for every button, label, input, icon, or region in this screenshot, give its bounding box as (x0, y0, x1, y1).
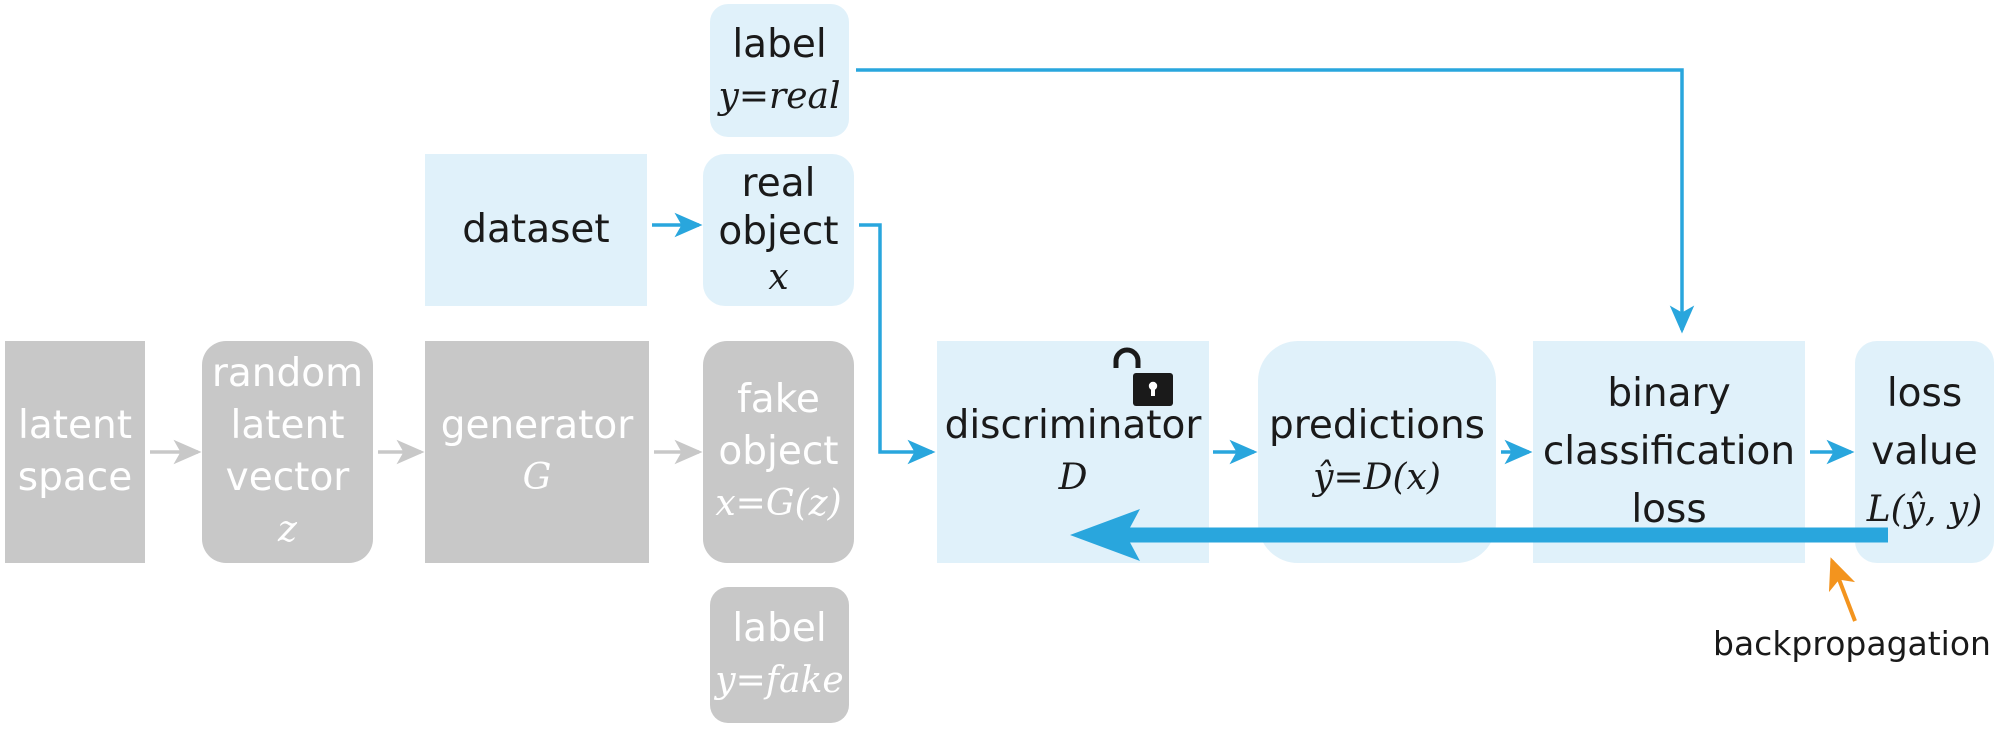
loss-value-label-line-1: loss (1886, 371, 1963, 416)
fake-label-label: label (732, 606, 827, 651)
latent-vector-label-line-2: latent (230, 403, 345, 448)
backpropagation-pointer-arrow (1828, 557, 1857, 622)
loss-function-label-line-2: classification (1542, 429, 1796, 474)
real-object-label-line-1: real (741, 161, 816, 206)
real-label-node: label y=real (710, 4, 849, 137)
predictions-node: predictions ŷ=D(x) (1258, 341, 1496, 563)
real-object-node: real object x (703, 154, 854, 306)
discriminator-label: discriminator (944, 403, 1202, 448)
real-label-symbol: y=real (718, 75, 841, 117)
latent-space-label-line-1: latent (17, 403, 133, 448)
fake-label-symbol: y=fake (715, 660, 844, 701)
loss-value-label-line-2: value (1871, 429, 1978, 474)
loss-function-label-line-3: loss (1631, 487, 1707, 532)
fake-object-node: fake object x=G(z) (703, 341, 854, 563)
backpropagation-arrow-head (1070, 509, 1140, 561)
arrow-real-object-to-discriminator (859, 223, 936, 465)
backpropagation-label: backpropagation (1713, 624, 1991, 663)
fake-object-label-line-1: fake (737, 377, 820, 422)
real-object-symbol: x (768, 257, 789, 298)
arrow-real-label-to-loss (856, 68, 1695, 334)
fake-object-symbol: x=G(z) (715, 483, 842, 524)
fake-label-node: label y=fake (710, 587, 849, 723)
loss-function-label-line-1: binary (1607, 371, 1731, 416)
latent-vector-symbol: z (278, 509, 297, 550)
discriminator-symbol: D (1058, 457, 1088, 498)
latent-space-label-line-2: space (17, 455, 133, 500)
latent-space-node: latent space (5, 341, 145, 563)
loss-value-symbol: L(ŷ, y) (1866, 489, 1983, 530)
real-label-label: label (732, 21, 827, 67)
predictions-symbol: ŷ=D(x) (1313, 457, 1441, 498)
predictions-label: predictions (1269, 403, 1485, 448)
generator-symbol: G (522, 457, 552, 498)
real-object-label-line-2: object (718, 209, 839, 254)
latent-vector-node: random latent vector z (202, 341, 373, 563)
unlocked-padlock-icon (1113, 347, 1173, 406)
loss-value-node: loss value L(ŷ, y) (1855, 341, 1994, 563)
fake-object-label-line-2: object (718, 429, 839, 474)
latent-vector-label-line-1: random (211, 351, 364, 396)
dataset-node: dataset (425, 154, 647, 306)
loss-function-node: binary classification loss (1533, 341, 1805, 563)
generator-node: generator G (425, 341, 649, 563)
generator-label: generator (440, 403, 634, 448)
dataset-label: dataset (462, 207, 610, 252)
latent-vector-label-line-3: vector (225, 455, 350, 500)
